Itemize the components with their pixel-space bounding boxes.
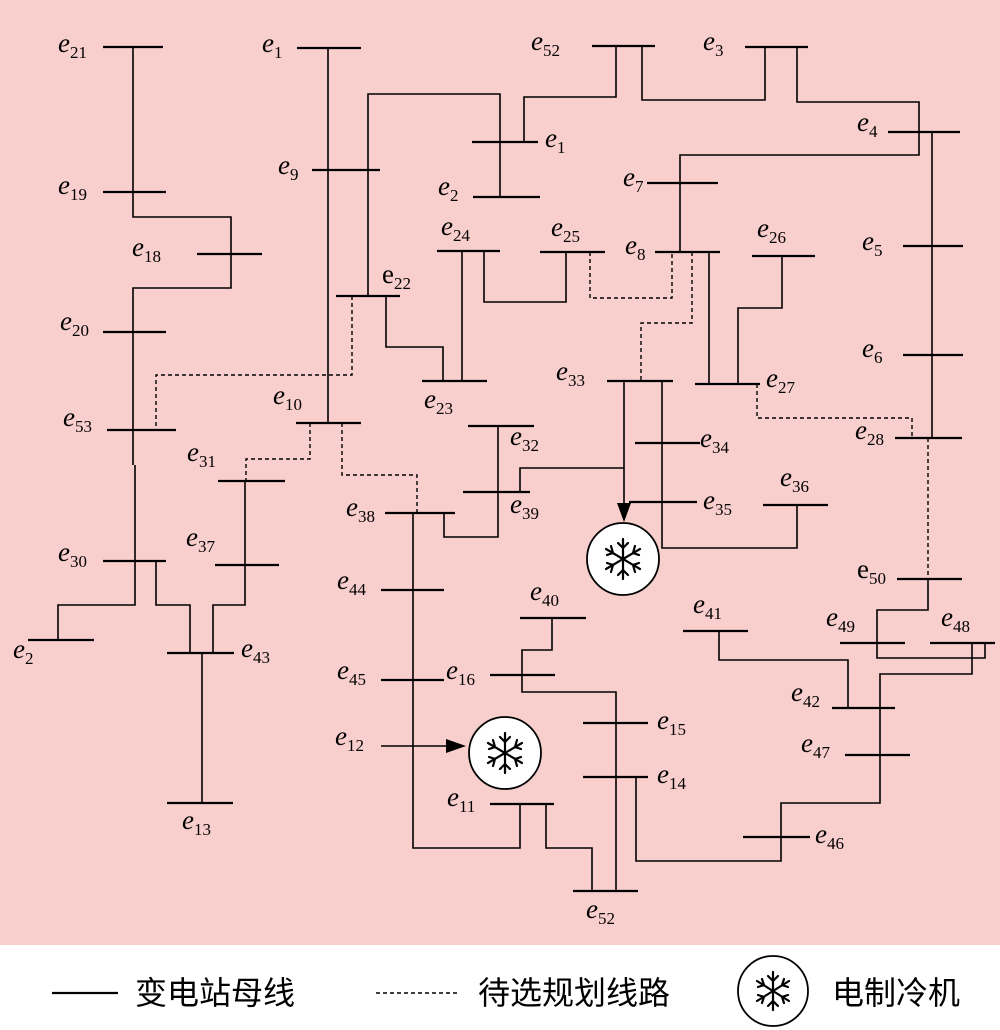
label-e9: e9: [278, 150, 298, 184]
label-e21: e21: [58, 28, 87, 62]
line-e22-e23: [385, 296, 444, 381]
line-e52-e3: [641, 46, 766, 101]
label-e2-top: e2: [438, 171, 458, 205]
label-e31: e31: [187, 437, 216, 471]
label-e42: e42: [791, 677, 820, 711]
arrow-to-chiller-right: [617, 503, 631, 522]
label-e20: e20: [60, 306, 89, 340]
label-e38: e38: [346, 492, 375, 526]
electric-chiller-1: [586, 522, 660, 596]
label-e8: e8: [625, 230, 645, 264]
label-e47: e47: [801, 728, 830, 762]
candidate-e22-e53: [155, 296, 353, 430]
label-e13: e13: [182, 805, 211, 839]
line-e14-e46: [635, 643, 973, 862]
label-e35: e35: [703, 485, 732, 519]
label-e34: e34: [700, 423, 729, 457]
label-e28: e28: [855, 415, 884, 449]
label-e52-top: e52: [531, 26, 560, 60]
label-e39: e39: [510, 489, 539, 523]
label-e27: e27: [766, 363, 795, 397]
electric-chiller-2: [468, 716, 542, 790]
label-e50: e50: [857, 554, 886, 588]
label-e10: e10: [273, 380, 302, 414]
label-e2-left: e2: [13, 634, 33, 668]
label-e3: e3: [703, 26, 723, 60]
label-e18: e18: [132, 232, 161, 266]
line-e33-e36: [661, 381, 798, 549]
label-e14: e14: [657, 759, 686, 793]
arrow-to-chiller-left: [446, 739, 466, 753]
label-e16: e16: [446, 655, 475, 689]
label-e40: e40: [530, 576, 559, 610]
label-e33: e33: [556, 356, 585, 390]
existing-lines: [57, 46, 986, 891]
line-e39-chiller: [519, 467, 624, 492]
label-e11: e11: [447, 782, 475, 816]
line-e31-e43: [212, 481, 246, 653]
bus-labels: e21 e1 e52 e3 e4 e1 e9 e19 e7 e2 e18 e24…: [13, 26, 970, 928]
line-e26-e27: [737, 256, 783, 384]
label-e12: e12: [335, 721, 364, 755]
label-e23: e23: [424, 384, 453, 418]
label-e45: e45: [337, 655, 366, 689]
label-e44: e44: [337, 565, 366, 599]
label-e43: e43: [241, 633, 270, 667]
label-e5: e5: [862, 226, 882, 260]
line-e22-e1: [367, 93, 501, 296]
legend-bus-label: 变电站母线: [135, 974, 295, 1012]
line-e30-e2: [57, 465, 136, 640]
label-e1-top: e1: [262, 28, 282, 62]
line-e39-e32: [443, 426, 499, 538]
legend-chiller-symbol: [737, 955, 809, 1027]
label-e7: e7: [623, 162, 644, 196]
label-e37: e37: [186, 522, 215, 556]
label-e32: e32: [510, 421, 539, 455]
line-e24-e25: [483, 251, 567, 303]
line-e4-e8: [679, 132, 920, 252]
label-e46: e46: [815, 819, 844, 853]
line-e52-e1: [523, 46, 617, 142]
label-e41: e41: [693, 589, 722, 623]
label-e22: e22: [382, 259, 411, 293]
label-e49: e49: [826, 602, 855, 636]
label-e53: e53: [63, 402, 92, 436]
candidate-e25-e8: [589, 252, 673, 299]
candidate-e27-e28: [756, 384, 913, 438]
line-e3-e4: [796, 47, 920, 132]
label-e1-mid: e1: [545, 123, 565, 157]
line-e21-e18: [132, 47, 232, 465]
snowflake-icon: [755, 970, 791, 1012]
candidate-e8-e33: [640, 252, 693, 381]
label-e36: e36: [780, 462, 809, 496]
line-e50-e49: [876, 579, 986, 659]
label-e24: e24: [441, 211, 470, 245]
candidate-e10-e31: [245, 423, 311, 481]
line-e30-e43: [155, 561, 191, 653]
line-e11-e52: [545, 804, 593, 891]
label-e6: e6: [862, 333, 882, 367]
legend-chiller-label: 电制冷机: [832, 974, 960, 1012]
line-e38-e11: [412, 513, 521, 849]
label-e52-bottom: e52: [586, 894, 615, 928]
label-e26: e26: [757, 213, 786, 247]
candidate-lines: [155, 252, 929, 579]
label-e25: e25: [551, 212, 580, 246]
line-e40-e15: [521, 618, 617, 891]
label-e19: e19: [58, 170, 87, 204]
label-e30: e30: [58, 537, 87, 571]
snowflake-icon: [604, 537, 642, 581]
legend-background: [0, 945, 1000, 1030]
line-e41-e42: [718, 631, 849, 708]
label-e4: e4: [857, 107, 878, 141]
legend: 变电站母线 待选规划线路 电制冷机: [52, 955, 960, 1027]
label-e15: e15: [657, 705, 686, 739]
snowflake-icon: [486, 731, 524, 775]
label-e48: e48: [941, 602, 970, 636]
legend-candidate-label: 待选规划线路: [478, 974, 670, 1012]
